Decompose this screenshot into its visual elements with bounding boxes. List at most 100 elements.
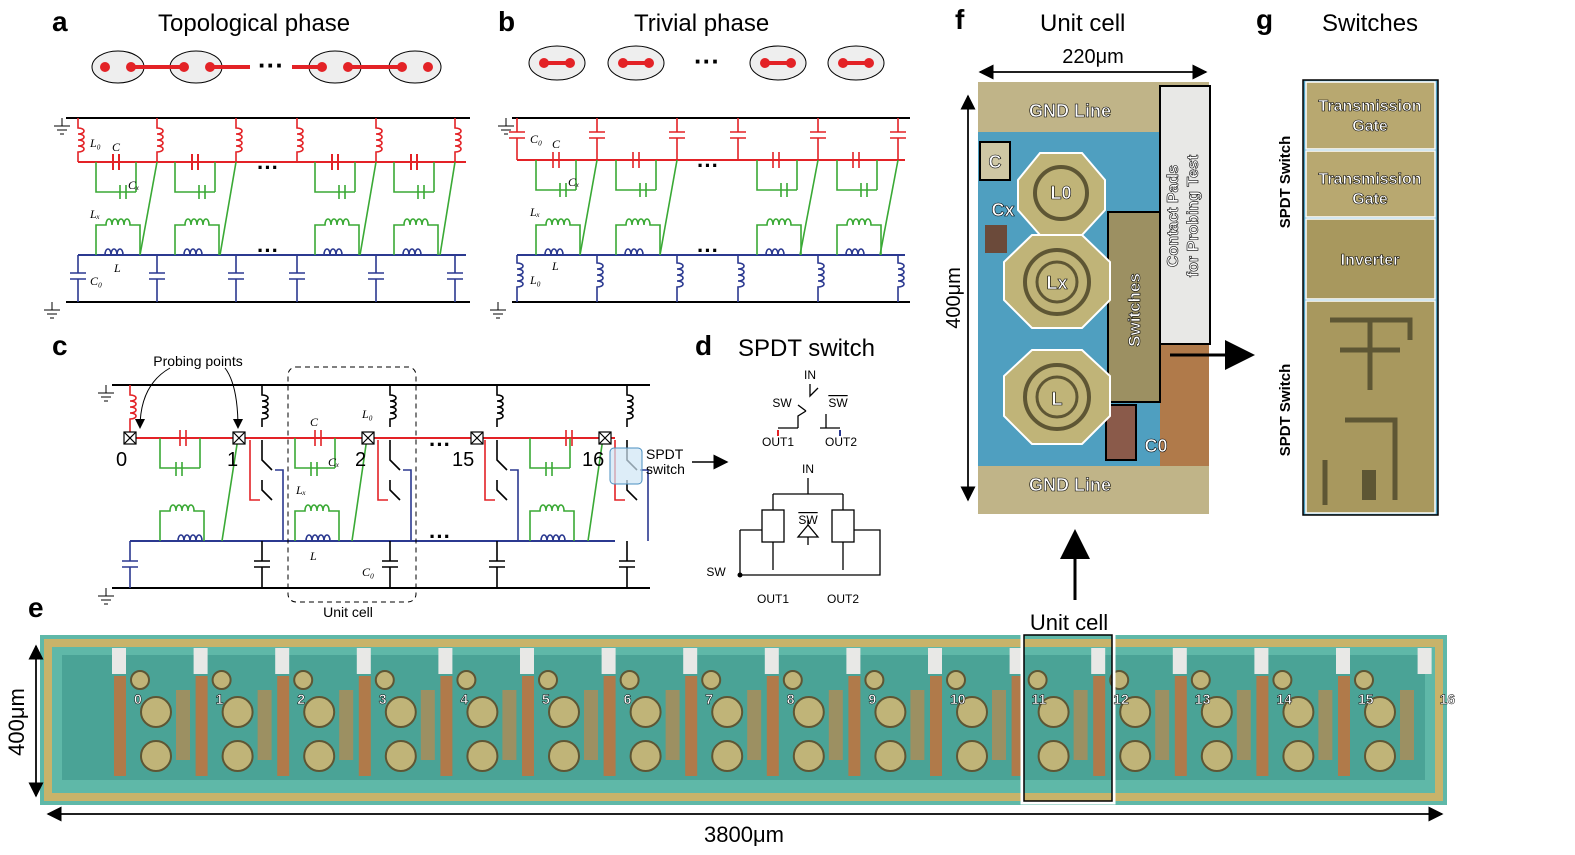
- chip-switch-block: [910, 690, 925, 760]
- probing-points-label: Probing points: [153, 353, 243, 369]
- chip-switch-block: [992, 690, 1006, 760]
- panel-a-title: Topological phase: [158, 10, 351, 37]
- chip-inductor: [1037, 696, 1070, 728]
- panel-a-letter: a: [52, 6, 68, 37]
- spdt-switch-label-bottom: SPDT Switch: [1277, 364, 1294, 457]
- chip-inductor: [956, 696, 988, 728]
- chip-inductor-small: [701, 670, 722, 690]
- chip-contact-pad: [193, 648, 208, 674]
- chip-inductor: [140, 696, 172, 728]
- chip-switch-block: [1073, 690, 1088, 760]
- chip-inductor: [221, 696, 254, 728]
- chip-contact-pad: [1417, 648, 1432, 674]
- chip-copper-strip: [277, 676, 290, 776]
- chip-copper-strip: [522, 676, 534, 776]
- chip-inductor-small: [619, 670, 640, 690]
- chip-inductor: [1282, 740, 1315, 772]
- unit-cell-height: 400μm: [943, 267, 965, 329]
- panel-d-title: SPDT switch: [738, 335, 875, 362]
- chip-contact-pad: [683, 648, 698, 674]
- label-Cx-c: Cₓ: [328, 455, 339, 469]
- chip-copper-strip: [1174, 676, 1187, 776]
- panel-g-letter: g: [1256, 4, 1274, 35]
- chip-inductor: [548, 740, 580, 772]
- spdt-label-1: SPDT: [646, 446, 684, 462]
- spdt-in-top: IN: [804, 368, 816, 382]
- chip-node-label: 1: [216, 691, 224, 707]
- chip-switch-block: [502, 690, 517, 760]
- chip-inductor-small: [538, 670, 558, 690]
- chip-node-label: 10: [950, 691, 966, 707]
- chip-inductor: [1037, 740, 1070, 772]
- chip-copper-strip: [358, 676, 371, 776]
- chip-contact-pad: [1009, 648, 1024, 674]
- chip-copper-strip: [848, 676, 861, 776]
- panel-e-letter: e: [28, 592, 44, 623]
- chip-contact-pad: [601, 648, 616, 674]
- chip-inductor: [466, 696, 499, 728]
- panel-d-letter: d: [695, 330, 713, 361]
- label-C0-a: C₀: [90, 274, 102, 288]
- chip-node-label: 4: [460, 691, 468, 707]
- chip-contact-pad: [764, 648, 779, 674]
- tg2-label-1: Transmission: [1318, 171, 1421, 188]
- chip-copper-strip: [930, 676, 942, 776]
- chip-inductor-small: [946, 670, 966, 690]
- tg1-label-2: Gate: [1352, 118, 1388, 135]
- chip-switch-block: [665, 690, 680, 760]
- chip-inductor-small: [456, 670, 477, 690]
- panel-a-circuit: ··· ··· L₀ C Cₓ Lₓ L C₀: [44, 117, 470, 319]
- chip-inductor: [1200, 696, 1233, 728]
- spdt-out1-bottom: OUT1: [757, 592, 789, 606]
- panel-b-letter: b: [498, 6, 516, 37]
- cell-l0-label: L0: [1050, 183, 1071, 203]
- chip-inductor-small: [211, 670, 232, 690]
- chip-contact-pad: [438, 648, 453, 674]
- cell-c-label: C: [989, 152, 1002, 172]
- chip-inductor: [548, 696, 580, 728]
- chip-node-label: 11: [1032, 691, 1047, 707]
- panel-g-title: Switches: [1322, 10, 1419, 37]
- chip-switch-block: [257, 690, 272, 760]
- chip-contact-pad: [928, 648, 942, 674]
- panel-b-title: Trivial phase: [634, 10, 770, 37]
- unit-cell-label-e: Unit cell: [1030, 610, 1108, 635]
- panel-a-dimer-row: ···: [91, 50, 442, 84]
- svg-text:···: ···: [429, 432, 451, 457]
- spdt-out2-bottom: OUT2: [827, 592, 859, 606]
- cell-switches-label: Switches: [1125, 273, 1144, 347]
- label-L-c: L: [309, 549, 317, 563]
- chip-inductor: [1364, 696, 1396, 728]
- panel-b-circuit: ··· ··· C₀ C Cₓ Lₓ L L₀: [490, 117, 910, 319]
- chip-height-label: 400μm: [4, 688, 29, 756]
- chip-node-label: 8: [787, 691, 795, 707]
- chip-copper-strip: [603, 676, 616, 776]
- svg-text:···: ···: [694, 46, 720, 76]
- chip-inductor: [792, 740, 825, 772]
- spdt-swbar-bottom: SW: [798, 513, 818, 527]
- chip-inductor: [711, 696, 744, 728]
- spdt-switch-label-top: SPDT Switch: [1277, 136, 1294, 229]
- chip-inductor: [629, 740, 662, 772]
- chip-inductor: [384, 696, 417, 728]
- spdt-label-2: switch: [646, 461, 685, 477]
- unit-cell-width: 220μm: [1062, 46, 1124, 68]
- chip-inductor: [711, 740, 744, 772]
- spdt-sw-top: SW: [772, 396, 792, 410]
- chip-node-label: 16: [1440, 691, 1456, 707]
- svg-text:···: ···: [257, 155, 279, 180]
- label-L-a: L: [113, 261, 121, 275]
- chip-contact-pad: [846, 648, 861, 674]
- panel-g-switches-image: [1302, 79, 1439, 516]
- cell-cx-label: Cx: [991, 200, 1014, 220]
- panel-f-letter: f: [955, 4, 965, 35]
- chip-node-label: 15: [1358, 691, 1374, 707]
- cell-l-label: L: [1052, 389, 1063, 409]
- chip-inductor: [1200, 740, 1233, 772]
- chip-node-label: 12: [1113, 691, 1129, 707]
- chip-node-label: 6: [624, 691, 632, 707]
- chip-copper-strip: [195, 676, 208, 776]
- chip-node-label: 9: [868, 691, 876, 707]
- chip-node-label: 7: [705, 691, 713, 707]
- chip-node-label: 13: [1195, 691, 1211, 707]
